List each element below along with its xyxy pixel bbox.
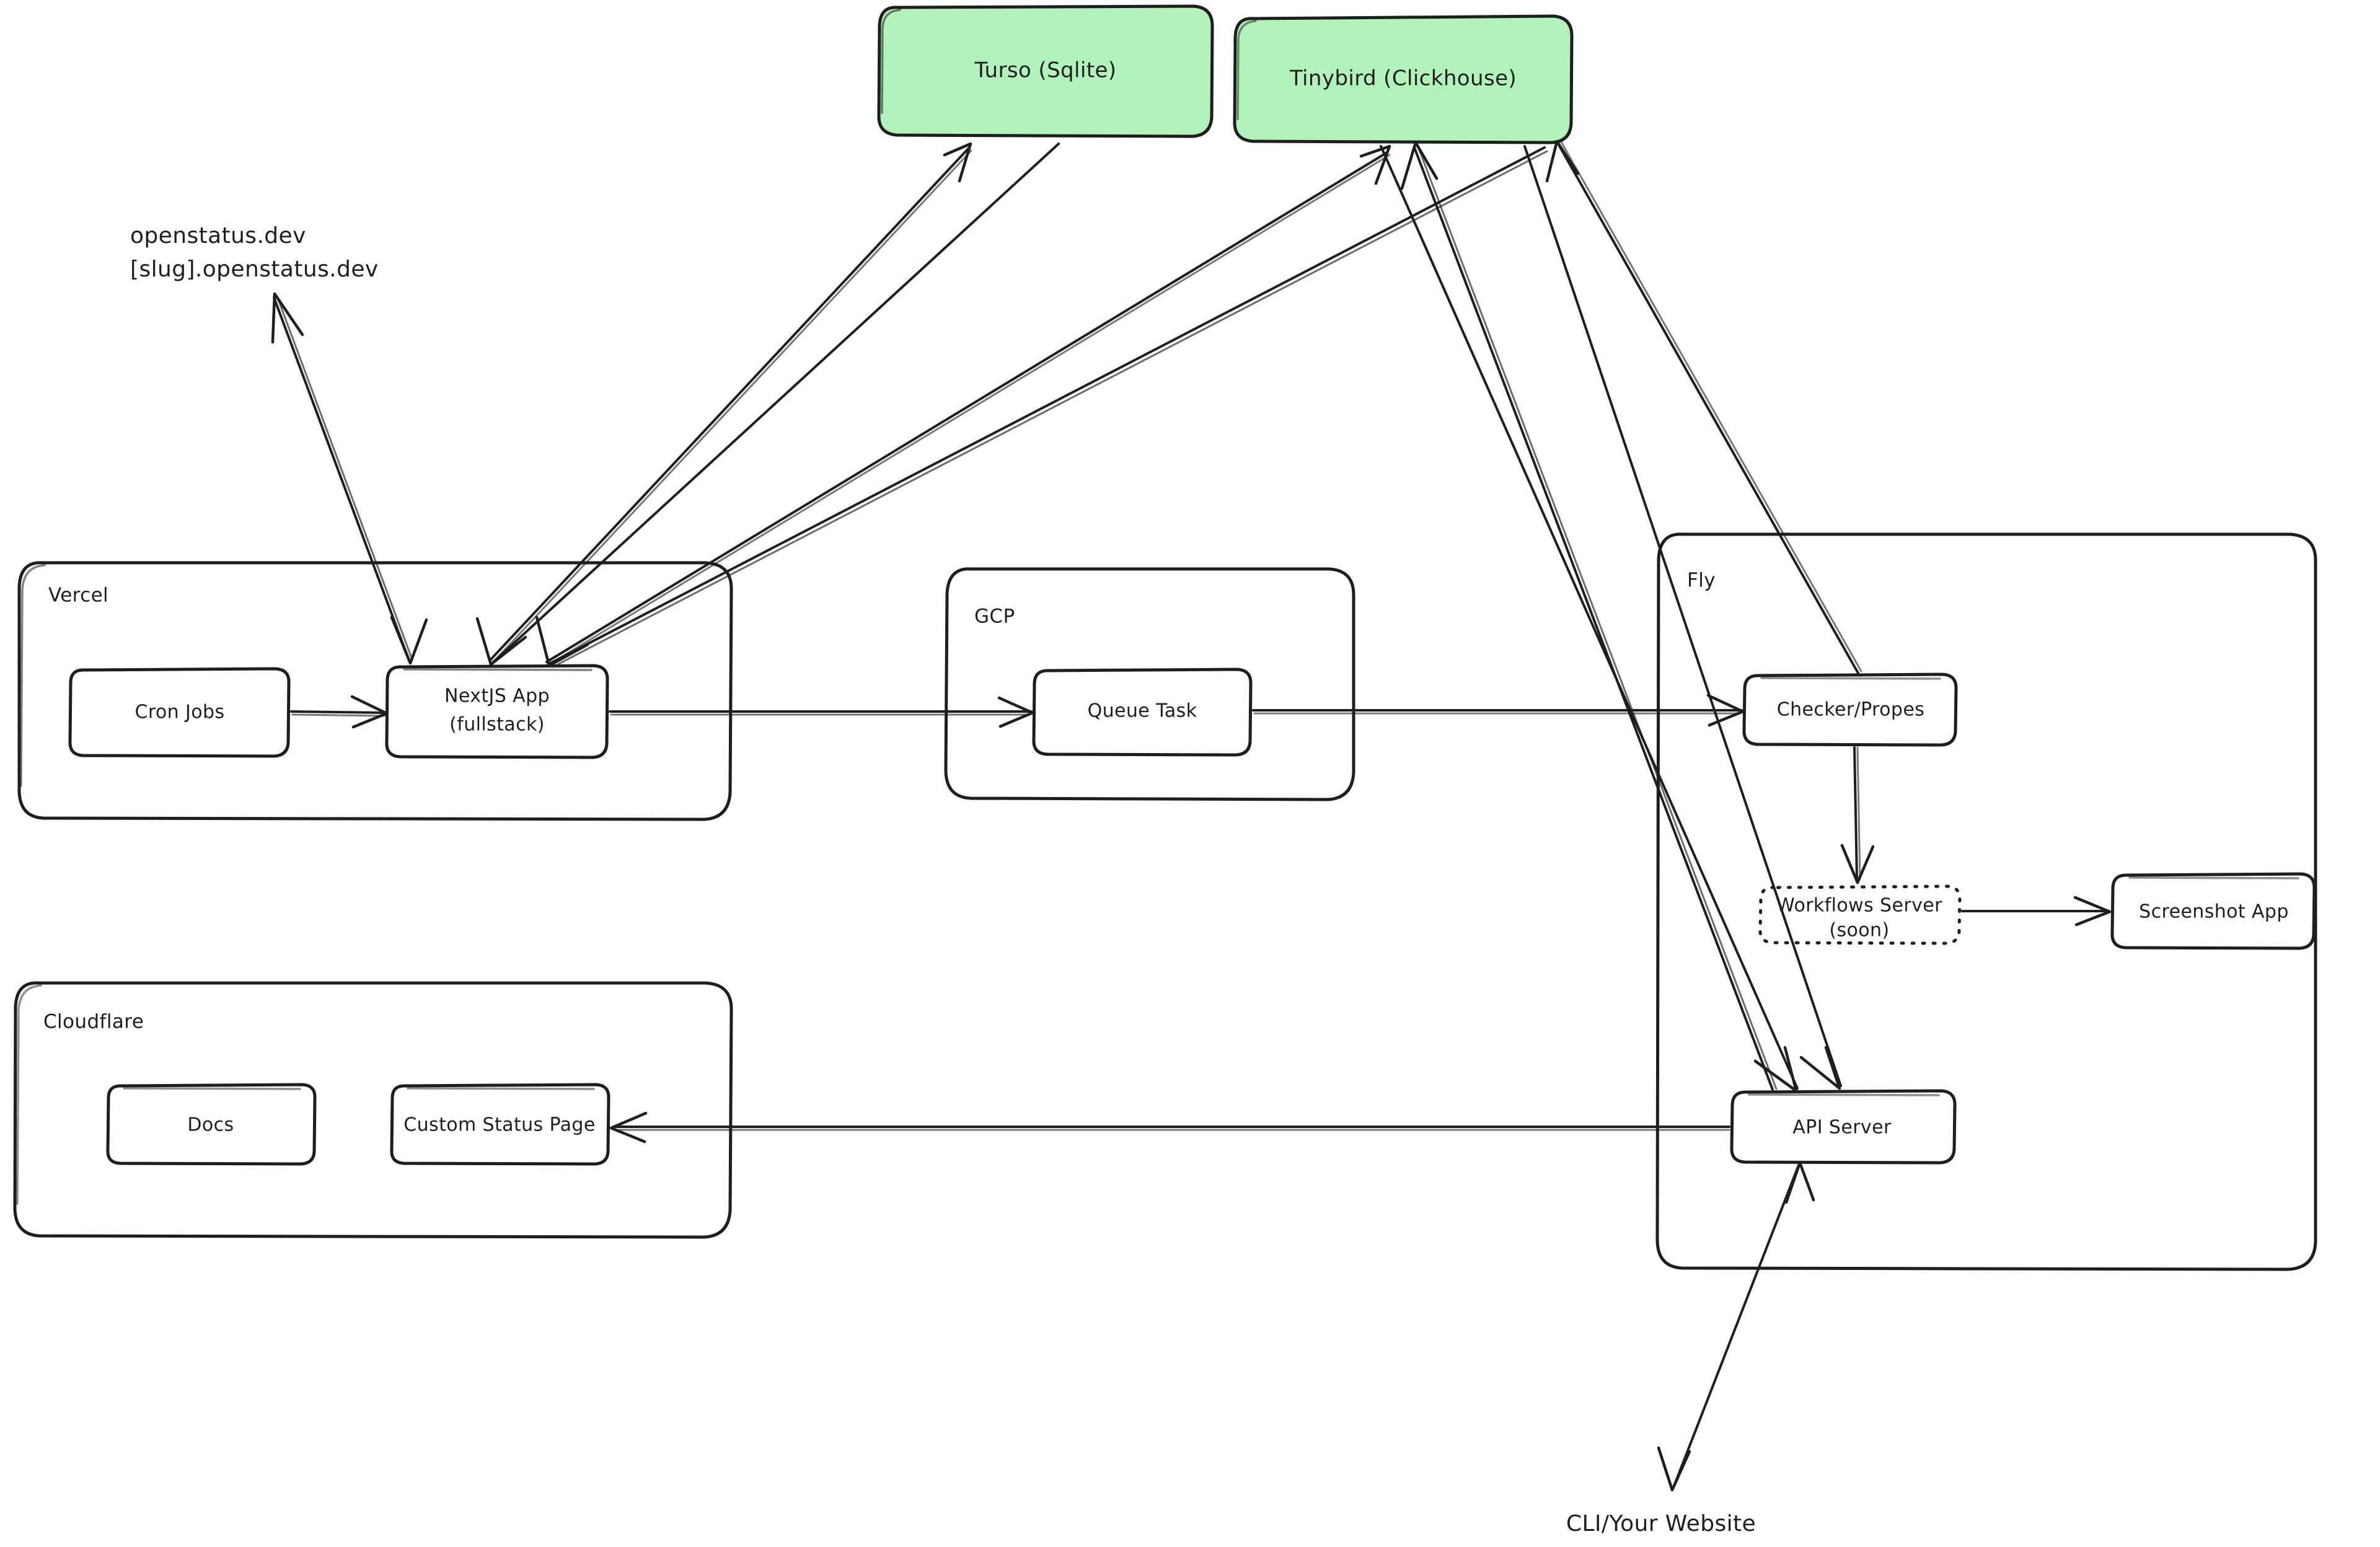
edge-tinybird-to-nextjs-app — [535, 146, 1548, 668]
edge-queue-task-to-checker-propes — [1252, 694, 1745, 727]
node-nextjs-app[interactable]: NextJS App (fullstack) — [385, 664, 609, 759]
group-label-gcp: GCP — [974, 606, 1015, 628]
edge-api-server-to-cli-website — [1657, 1161, 1815, 1492]
node-label-workflows-server-line2: (soon) — [1829, 920, 1889, 941]
group-gcp: GCP — [944, 567, 1355, 801]
node-workflows-server[interactable]: Workflows Server (soon) — [1758, 884, 1962, 945]
edge-turso-to-nextjs-app — [475, 143, 1060, 666]
edge-nextjs-app-to-domains — [271, 292, 428, 665]
edge-tinybird-to-api-server-secondary — [1380, 145, 1799, 1093]
node-api-server[interactable]: API Server — [1730, 1089, 1957, 1165]
edge-workflows-server-to-screenshot-app — [1961, 896, 2112, 927]
node-label-nextjs-app-line1: NextJS App — [444, 685, 550, 707]
label-domains: openstatus.dev [slug].openstatus.dev — [130, 223, 379, 282]
group-cloudflare: Cloudflare — [13, 981, 733, 1239]
node-cron-jobs[interactable]: Cron Jobs — [68, 667, 291, 758]
node-label-custom-status-page: Custom Status Page — [403, 1114, 595, 1136]
edge-api-server-to-custom-status-page — [609, 1111, 1730, 1144]
edge-nextjs-app-to-queue-task — [609, 696, 1034, 728]
edge-checker-propes-to-tinybird — [1545, 139, 1580, 183]
node-label-nextjs-app-line2: (fullstack) — [449, 714, 545, 736]
node-label-workflows-server-line1: Workflows Server — [1776, 895, 1942, 917]
edge-nextjs-app-to-turso — [488, 142, 972, 664]
datastore-label-turso: Turso (Sqlite) — [974, 58, 1117, 83]
datastore-label-tinybird: Tinybird (Clickhouse) — [1289, 66, 1517, 91]
edge-checker-propes-to-workflows-server — [1840, 746, 1875, 884]
node-screenshot-app[interactable]: Screenshot App — [2110, 872, 2316, 950]
edge-tinybird-to-checker-propes — [1557, 141, 1862, 674]
node-label-api-server: API Server — [1792, 1117, 1892, 1139]
edge-tinybird-to-api-server — [1523, 145, 1842, 1090]
label-cli-website: CLI/Your Website — [1566, 1511, 1756, 1536]
node-label-cron-jobs: Cron Jobs — [134, 702, 224, 723]
domain-line-2: [slug].openstatus.dev — [130, 257, 379, 282]
edge-cron-jobs-to-nextjs-app — [290, 695, 389, 729]
node-label-docs: Docs — [187, 1114, 234, 1136]
edge-nextjs-app-to-tinybird — [545, 144, 1391, 666]
datastore-turso[interactable]: Turso (Sqlite) — [877, 4, 1214, 138]
group-label-cloudflare: Cloudflare — [43, 1011, 144, 1033]
group-label-fly: Fly — [1687, 570, 1716, 592]
node-label-screenshot-app: Screenshot App — [2139, 901, 2289, 923]
domain-line-1: openstatus.dev — [130, 223, 306, 249]
node-docs[interactable]: Docs — [106, 1083, 317, 1166]
node-label-checker-propes: Checker/Propes — [1777, 699, 1924, 721]
node-checker-propes[interactable]: Checker/Propes — [1409, 672, 1958, 747]
edge-api-server-to-tinybird — [1400, 141, 1778, 1091]
datastore-tinybird[interactable]: Tinybird (Clickhouse) — [1233, 14, 1574, 144]
cli-website-label: CLI/Your Website — [1566, 1511, 1756, 1536]
node-custom-status-page[interactable]: Custom Status Page — [390, 1083, 610, 1166]
group-label-vercel: Vercel — [48, 584, 108, 607]
node-queue-task[interactable]: Queue Task — [1032, 668, 1253, 757]
node-label-queue-task: Queue Task — [1088, 700, 1197, 722]
